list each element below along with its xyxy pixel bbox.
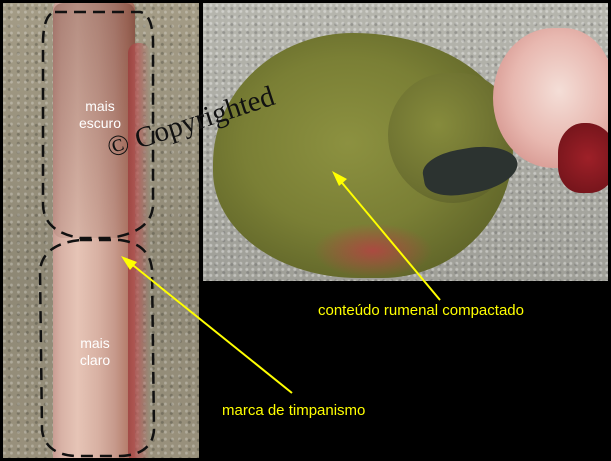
lighter-label: mais claro xyxy=(79,335,111,368)
hemorrhagic-fringe xyxy=(128,43,150,458)
lighter-region-outline xyxy=(38,238,156,458)
rumen-arrow-line xyxy=(337,177,441,301)
darker-region-outline xyxy=(41,10,155,240)
rumen-content-label: conteúdo rumenal compactado xyxy=(318,302,524,319)
blood-clot xyxy=(558,123,608,193)
esophagus-photo xyxy=(3,3,199,458)
rumen-arrow-head xyxy=(332,171,347,186)
bloat-arrow-line xyxy=(128,261,293,394)
rumen-photo xyxy=(203,3,608,281)
darker-region-shading xyxy=(53,3,135,238)
esophagus-strip xyxy=(53,3,135,458)
darker-label: mais escuro xyxy=(78,98,122,131)
bloat-mark-label: marca de timpanismo xyxy=(222,402,366,419)
bloat-arrow-head xyxy=(121,256,137,270)
